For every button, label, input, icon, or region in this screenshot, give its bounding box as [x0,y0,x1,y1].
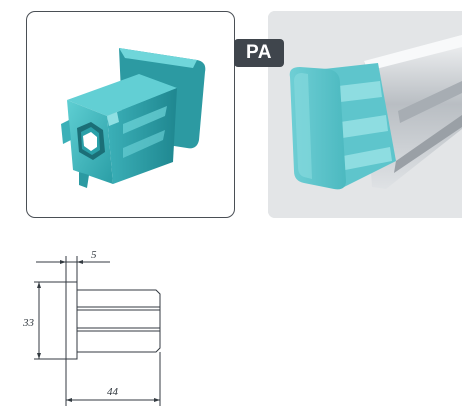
width-dimension-label: 5 [91,249,97,261]
height-dimension-label: 33 [22,317,35,329]
aluminium-profile-photo [268,11,462,218]
technical-drawing: 5 33 44 [22,249,161,406]
drawing-body [77,289,161,353]
product-image-card [26,11,235,218]
profile-photo-panel [268,11,462,218]
material-badge: PA [234,39,284,67]
end-cap-product-image [61,48,206,188]
drawing-flange [65,281,78,360]
length-dimension-label: 44 [107,386,119,398]
